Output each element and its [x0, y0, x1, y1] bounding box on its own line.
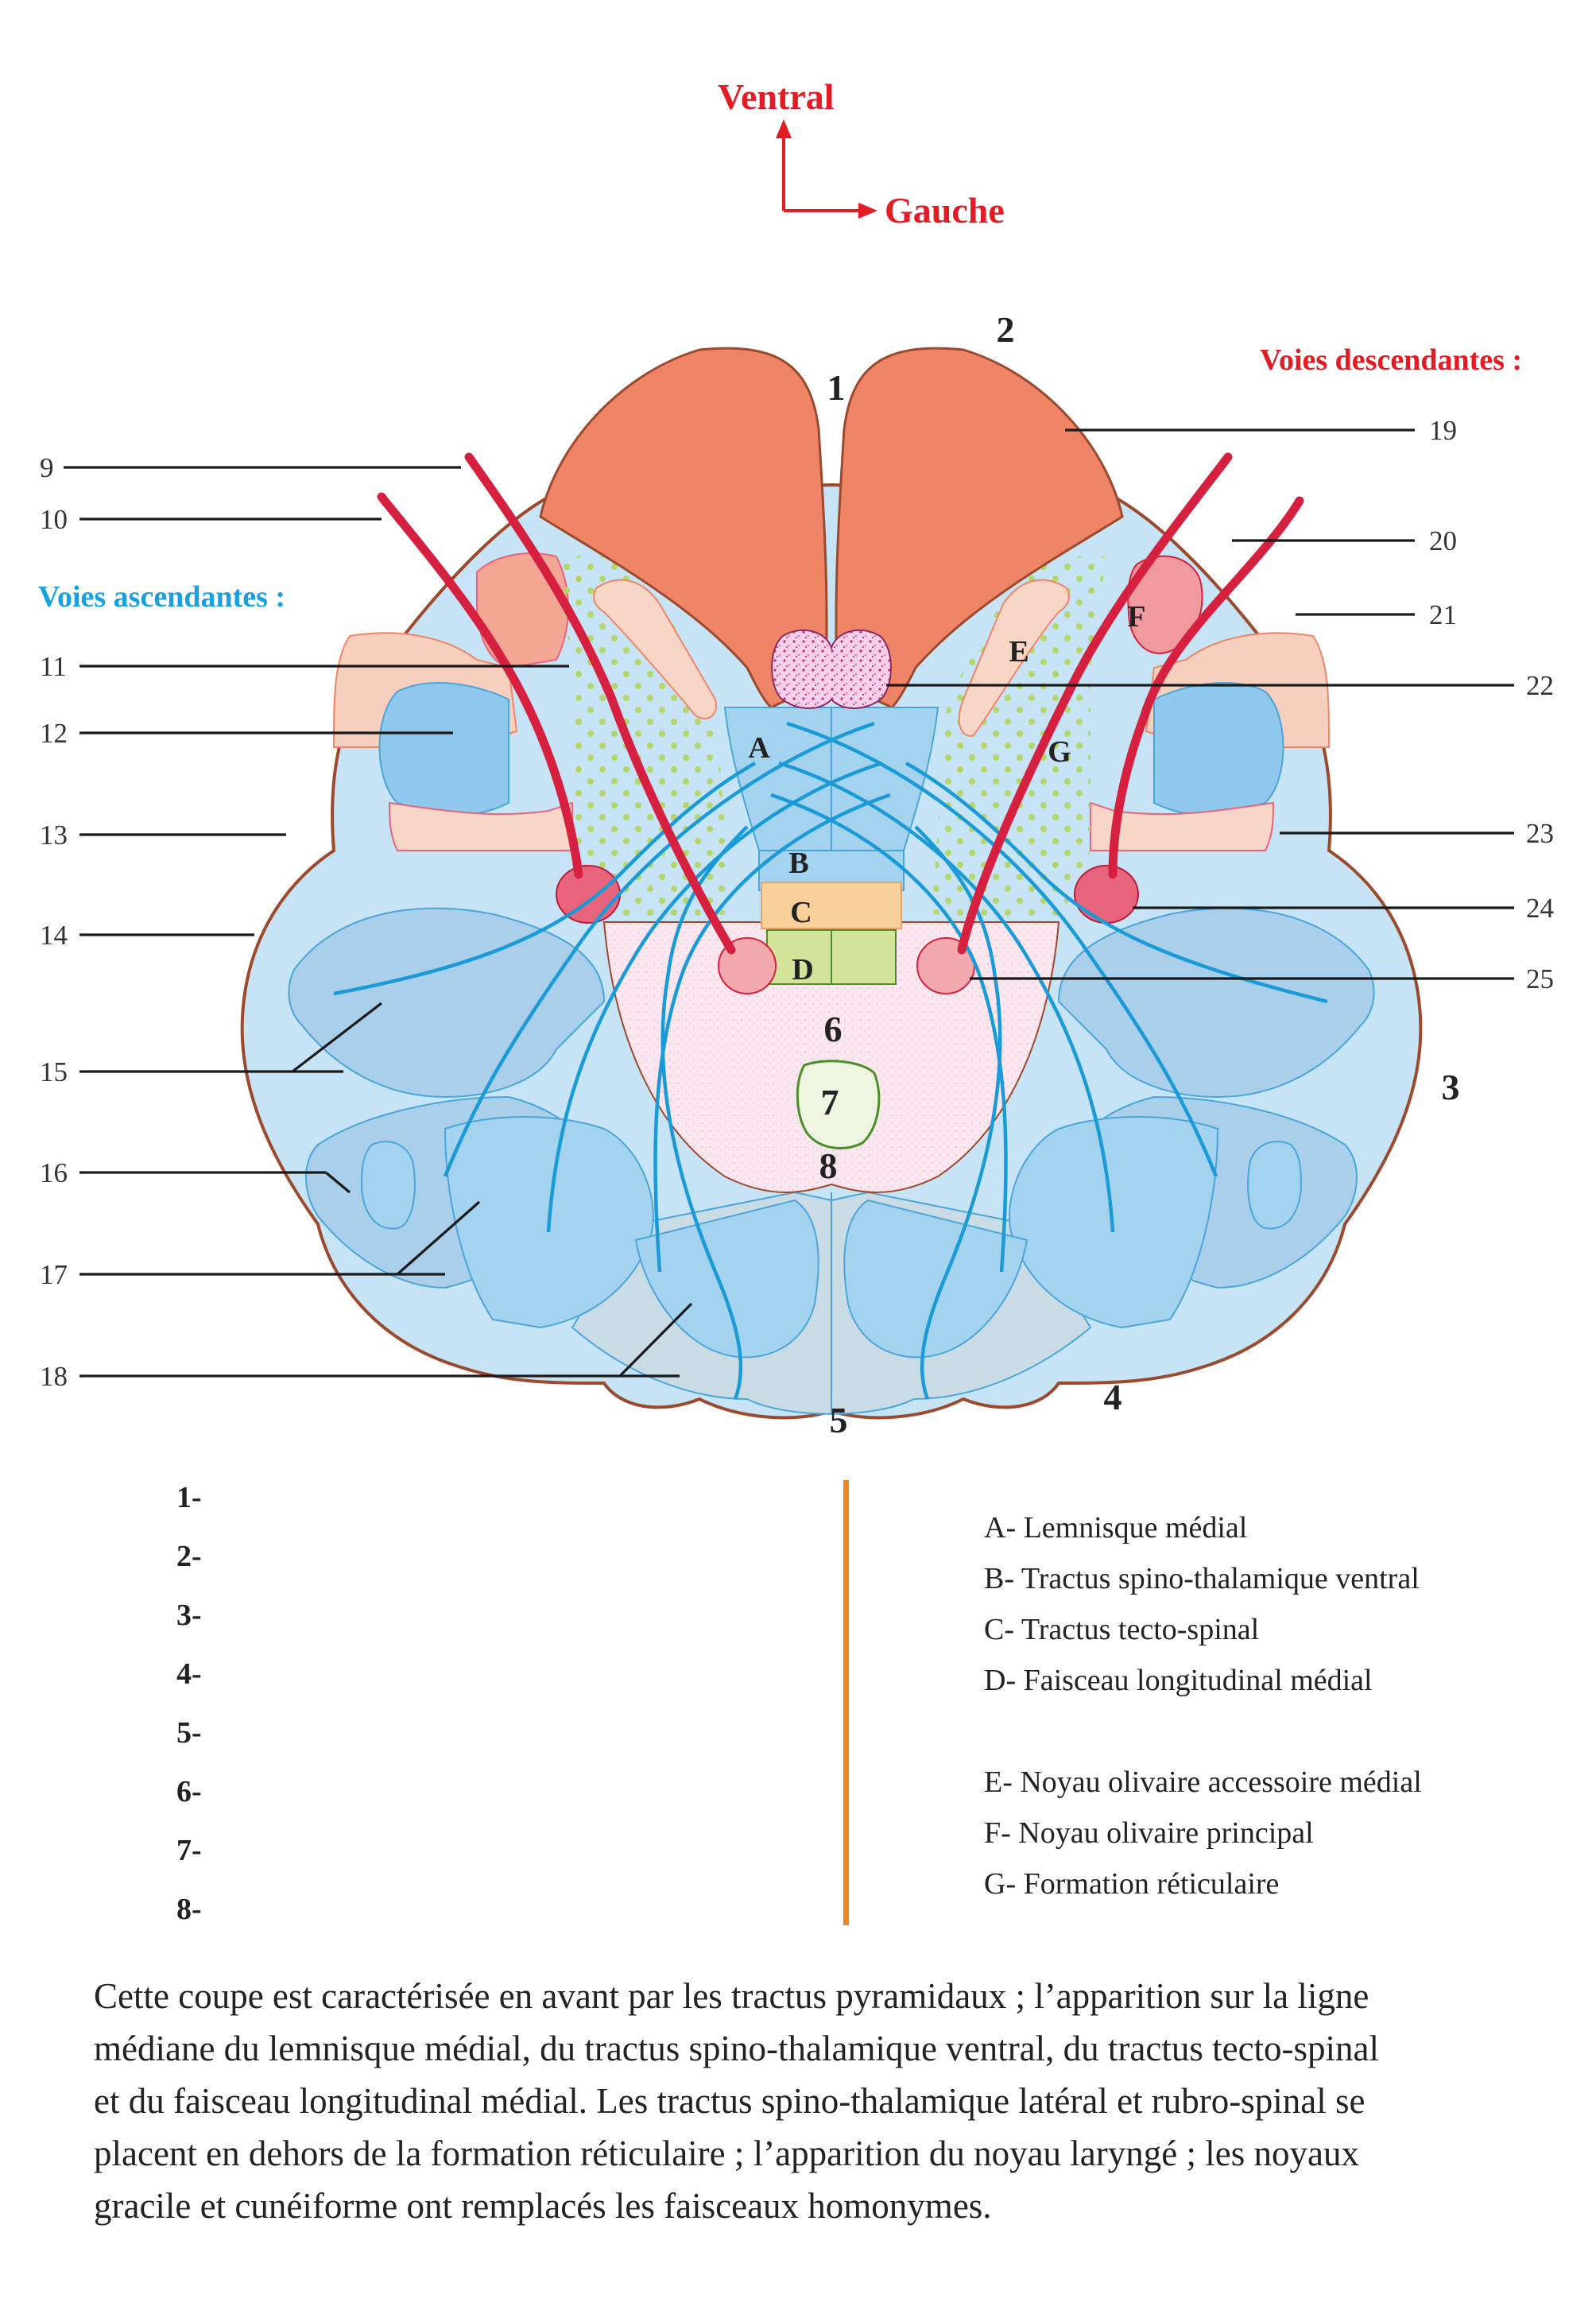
svg-text:9: 9: [40, 452, 54, 483]
svg-text:1: 1: [827, 367, 846, 408]
caption-line: et du faisceau longitudinal médial. Les …: [94, 2081, 1366, 2121]
svg-text:6: 6: [824, 1009, 843, 1049]
list-item: 3-: [176, 1599, 202, 1632]
vertical-divider: [843, 1480, 849, 1925]
svg-text:17: 17: [40, 1259, 68, 1290]
svg-text:5: 5: [830, 1400, 848, 1440]
svg-text:22: 22: [1526, 670, 1554, 701]
svg-text:10: 10: [40, 504, 68, 535]
caption-line: Cette coupe est caractérisée en avant pa…: [94, 1976, 1369, 2016]
numbered-answer-list: 1- 2- 3- 4- 5- 6- 7- 8-: [176, 1480, 415, 1951]
svg-text:F: F: [1127, 600, 1145, 634]
right-leader-lines: [886, 428, 1514, 980]
svg-text:B: B: [788, 847, 808, 880]
caption-line: placent en dehors de la formation réticu…: [94, 2134, 1359, 2173]
legend-item: G- Formation réticulaire: [984, 1867, 1280, 1901]
list-item: 7-: [176, 1834, 202, 1867]
pyramid-left: [539, 347, 828, 709]
left-labels: 9 10 11 12 13 14 15 16 17 18: [40, 452, 68, 1392]
ventral-label: Ventral: [718, 76, 835, 117]
ascending-fibres: [333, 721, 1328, 1400]
svg-text:12: 12: [40, 718, 68, 749]
svg-text:D: D: [792, 953, 813, 986]
svg-text:7: 7: [821, 1082, 839, 1122]
svg-text:G: G: [1048, 735, 1071, 769]
svg-text:15: 15: [40, 1056, 68, 1087]
gauche-label: Gauche: [885, 190, 1005, 231]
medulla-cross-section-diagram: Ventral Gauche Voies descendantes : Voie…: [38, 76, 1554, 1440]
svg-text:25: 25: [1526, 963, 1554, 994]
medulla-section: [240, 347, 1423, 1420]
svg-text:13: 13: [40, 820, 68, 851]
left-leader-lines: [64, 466, 693, 1378]
svg-text:2: 2: [997, 309, 1015, 350]
svg-text:16: 16: [40, 1157, 68, 1188]
svg-text:19: 19: [1429, 415, 1457, 446]
descending-heading: Voies descendantes :: [1260, 343, 1522, 377]
legend-item: A- Lemnisque médial: [984, 1511, 1248, 1545]
legend-item: D- Faisceau longitudinal médial: [984, 1664, 1373, 1697]
svg-text:18: 18: [40, 1361, 68, 1392]
svg-text:C: C: [790, 896, 812, 929]
right-labels: 19 20 21 22 23 24 25: [1429, 415, 1554, 994]
svg-text:23: 23: [1526, 818, 1554, 849]
list-item: 8-: [176, 1893, 202, 1926]
region-letters: A B C D E F G: [748, 600, 1145, 986]
structure-numbers: 1 2 3 4 5 6 7 8: [819, 309, 1460, 1440]
legend-item: B- Tractus spino-thalamique ventral: [984, 1562, 1420, 1595]
svg-text:21: 21: [1429, 599, 1457, 630]
legend-item: C- Tractus tecto-spinal: [984, 1613, 1260, 1646]
caption-paragraph: Cette coupe est caractérisée en avant pa…: [94, 1970, 1540, 2232]
ascending-heading: Voies ascendantes :: [38, 580, 285, 614]
caption-line: médiane du lemnisque médial, du tractus …: [94, 2029, 1380, 2068]
letter-legend: A- Lemnisque médial B- Tractus spino-tha…: [984, 1510, 1572, 1917]
list-item: 1-: [176, 1481, 202, 1514]
legend-item: E- Noyau olivaire accessoire médial: [984, 1765, 1422, 1799]
svg-text:14: 14: [40, 920, 68, 951]
legend-item: F- Noyau olivaire principal: [984, 1816, 1314, 1850]
svg-text:8: 8: [819, 1145, 838, 1186]
svg-text:20: 20: [1429, 525, 1457, 556]
svg-text:3: 3: [1442, 1067, 1460, 1107]
pyramid-right: [835, 347, 1124, 709]
orientation-indicator: Ventral Gauche: [718, 76, 1005, 231]
descending-tracts: [377, 452, 1304, 955]
list-item: 2-: [176, 1540, 202, 1573]
svg-text:11: 11: [40, 651, 67, 682]
caption-line: gracile et cunéiforme ont remplacés les …: [94, 2186, 992, 2226]
svg-text:24: 24: [1526, 893, 1554, 924]
list-item: 4-: [176, 1657, 202, 1691]
svg-text:A: A: [748, 731, 770, 765]
list-item: 5-: [176, 1716, 202, 1750]
svg-text:E: E: [1009, 635, 1028, 669]
list-item: 6-: [176, 1775, 202, 1808]
svg-text:4: 4: [1104, 1377, 1122, 1417]
